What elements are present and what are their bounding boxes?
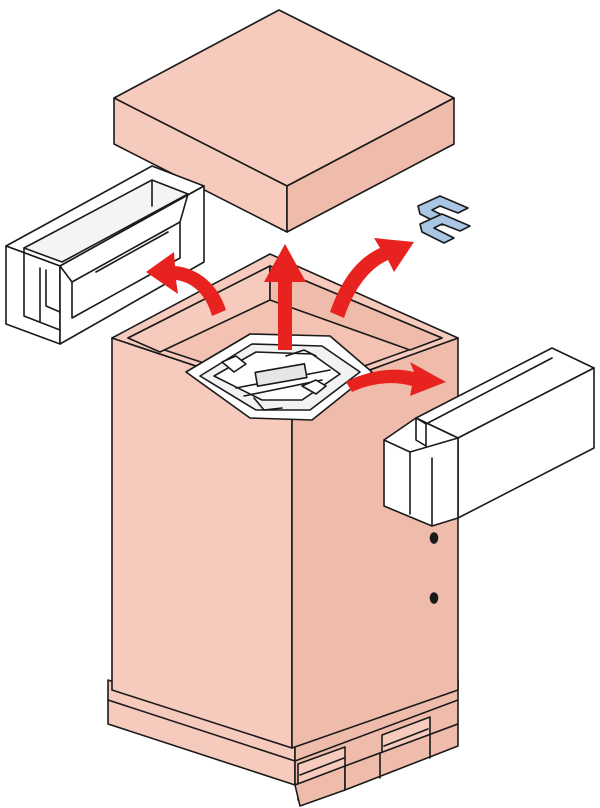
arrow-up [264, 244, 306, 350]
carton-body [111, 253, 459, 749]
arrows [146, 238, 446, 396]
arrow-curved-right [346, 362, 446, 396]
packed-unit [185, 333, 373, 421]
packing-foam-left [5, 165, 205, 345]
metal-clips [417, 195, 471, 244]
carton-lid [113, 9, 455, 233]
arrow-curved-left [146, 252, 226, 316]
packing-foam-right [383, 347, 595, 527]
arrow-curved-right-up [330, 238, 414, 318]
